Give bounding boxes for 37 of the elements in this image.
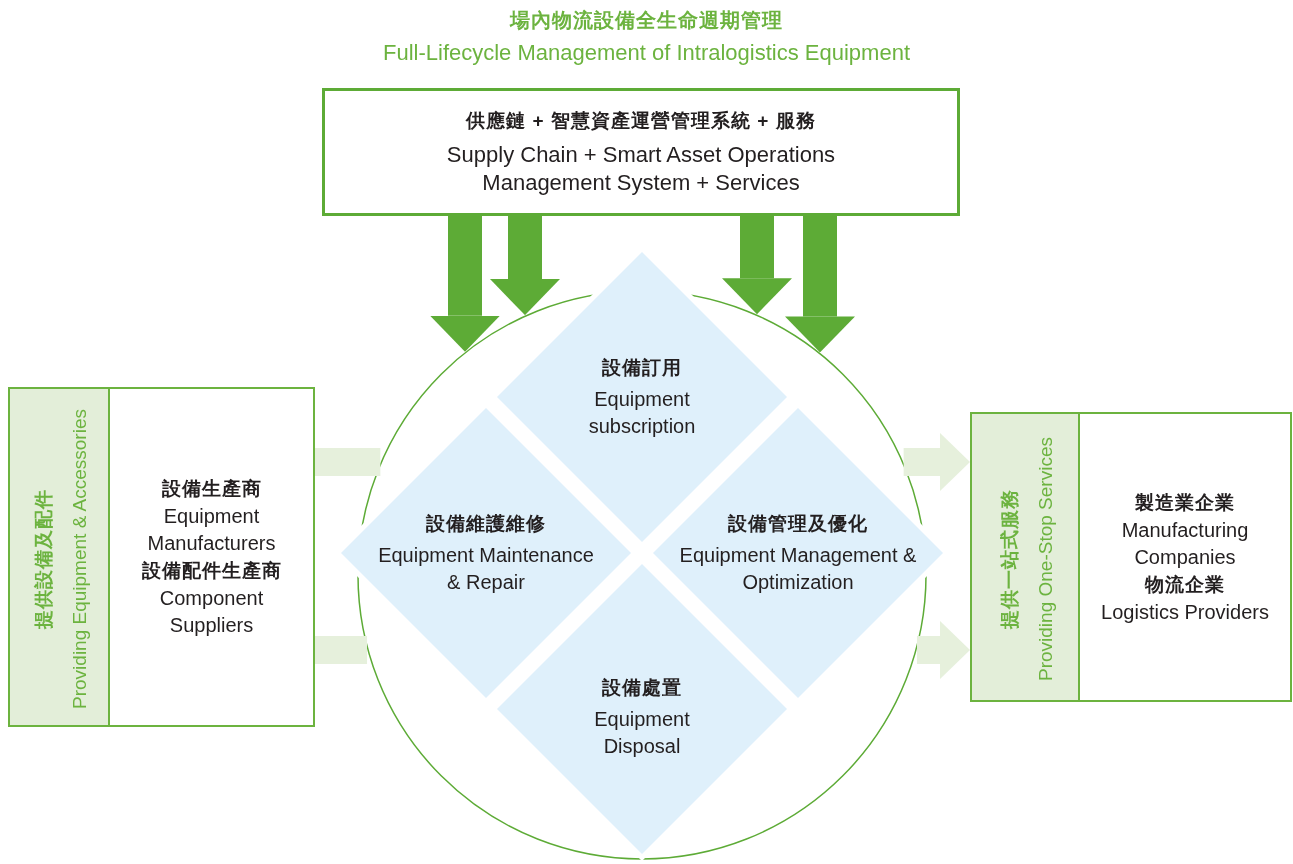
vertical-subheading: Providing Equipment & Accessories [67, 409, 91, 709]
body-text: Equipment Manufacturers [146, 504, 277, 556]
body-text: Logistics Providers [1101, 599, 1269, 625]
system-box [322, 88, 960, 216]
subtitle: Full-Lifecycle Management of Intralogistics Equipment [382, 40, 911, 66]
connector-band [315, 448, 381, 476]
connector-band [315, 636, 368, 664]
heading-text: 設備生產商 [161, 477, 262, 501]
heading-text: 物流企業 [1145, 572, 1225, 597]
arrow [430, 216, 500, 352]
arrow [722, 216, 792, 315]
arrow [785, 216, 855, 353]
body-text: Supply Chain + Smart Asset Operations Management System + Services [445, 141, 837, 197]
body-text: Manufacturing Companies [1120, 517, 1250, 570]
heading-text: 供應鏈 + 智慧資產運營管理系統 + 服務 [466, 109, 816, 133]
heading-text: 設備管理及優化 [728, 512, 868, 536]
vertical-heading: 提供一站式服務 [997, 489, 1021, 629]
body-text: Equipment subscription [587, 387, 697, 439]
heading-text: 設備處置 [602, 676, 682, 700]
customer-box [1080, 412, 1292, 702]
heading-text: 製造業企業 [1135, 490, 1235, 515]
title: 場內物流設備全生命週期管理 [508, 8, 784, 33]
arrow [903, 433, 970, 491]
participant-box [110, 387, 315, 727]
heading-text: 設備配件生產商 [141, 559, 282, 583]
heading-text: 設備訂用 [602, 356, 682, 380]
body-text: Component Suppliers [158, 586, 265, 638]
vertical-subheading: Providing One-Stop Services [1033, 437, 1057, 681]
body-text: Equipment Maintenance & Repair [377, 543, 595, 595]
body-text: Equipment Management & Optimization [679, 543, 917, 595]
arrow [490, 216, 560, 316]
category-strip [970, 412, 1080, 702]
category-strip [8, 387, 110, 727]
vertical-heading: 提供設備及配件 [31, 489, 55, 629]
arrow [916, 621, 970, 679]
body-text: Equipment Disposal [593, 707, 691, 759]
heading-text: 設備維護維修 [426, 512, 546, 536]
